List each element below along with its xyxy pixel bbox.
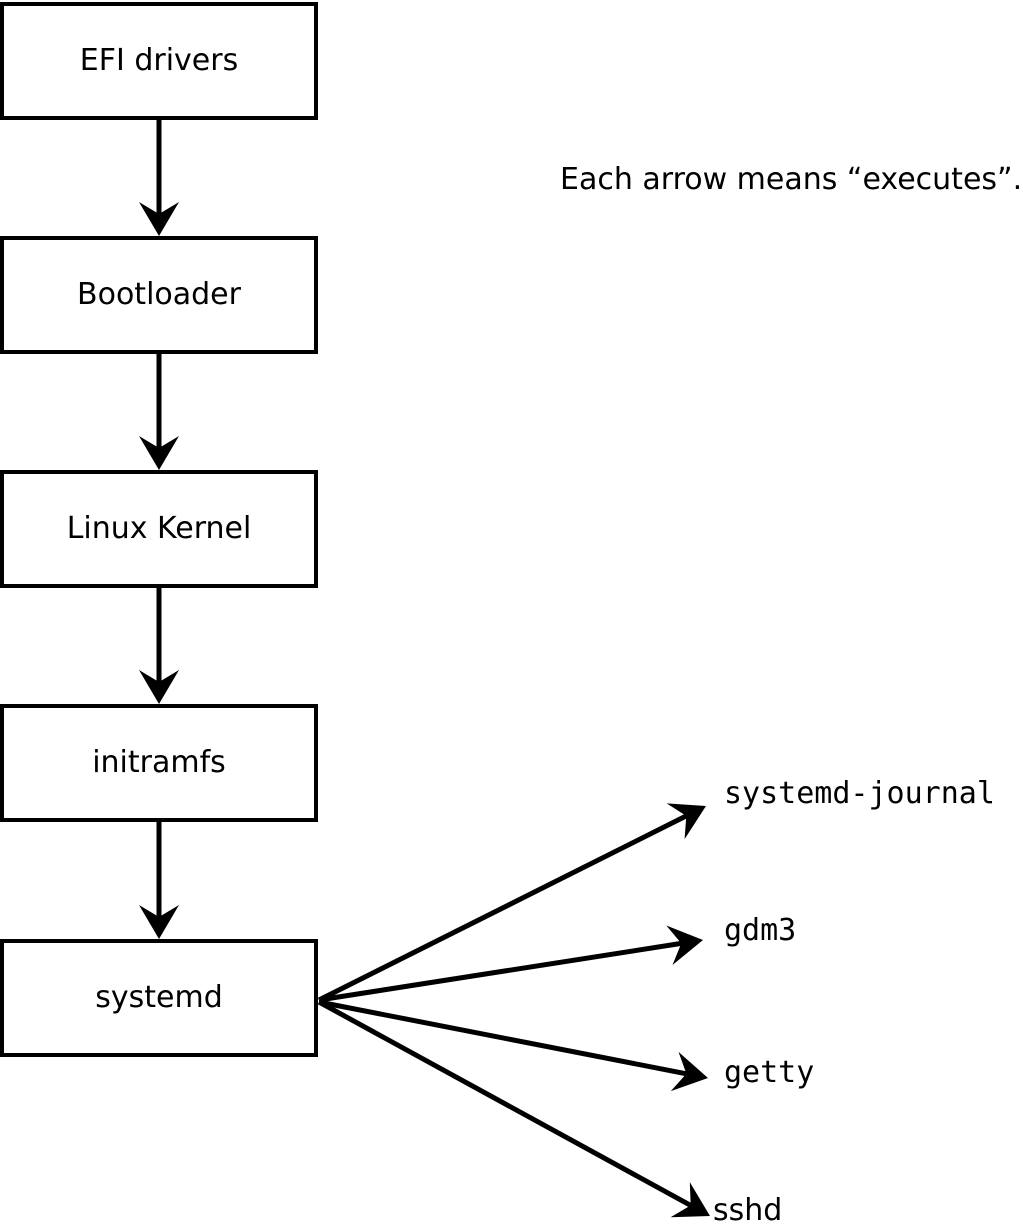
arrow-systemd-to-sshd [317, 999, 710, 1218]
arrow-efi-to-bootloader [139, 120, 179, 236]
node-initramfs-label: initramfs [92, 745, 226, 780]
process-label-systemd-journal: systemd-journal [724, 776, 995, 811]
node-efi-drivers: EFI drivers [0, 2, 318, 120]
arrow-systemd-to-journal [317, 803, 706, 1003]
arrow-systemd-to-getty [318, 999, 708, 1092]
arrow-initramfs-to-systemd [139, 822, 179, 939]
process-label-getty: getty [724, 1055, 815, 1090]
node-systemd-label: systemd [95, 980, 223, 1015]
node-bootloader: Bootloader [0, 236, 318, 354]
arrow-kernel-to-initramfs [139, 588, 179, 704]
arrow-bootloader-to-kernel [139, 354, 179, 470]
node-bootloader-label: Bootloader [77, 277, 241, 312]
process-label-gdm3: gdm3 [724, 913, 797, 948]
process-label-sshd: sshd [713, 1193, 783, 1228]
node-linux-kernel: Linux Kernel [0, 470, 318, 588]
node-efi-drivers-label: EFI drivers [79, 43, 239, 78]
node-initramfs: initramfs [0, 704, 318, 822]
diagram-caption: Each arrow means “executes”. [560, 162, 1023, 197]
node-systemd: systemd [0, 939, 318, 1057]
arrow-systemd-to-gdm3 [318, 925, 703, 1003]
node-linux-kernel-label: Linux Kernel [66, 511, 252, 546]
